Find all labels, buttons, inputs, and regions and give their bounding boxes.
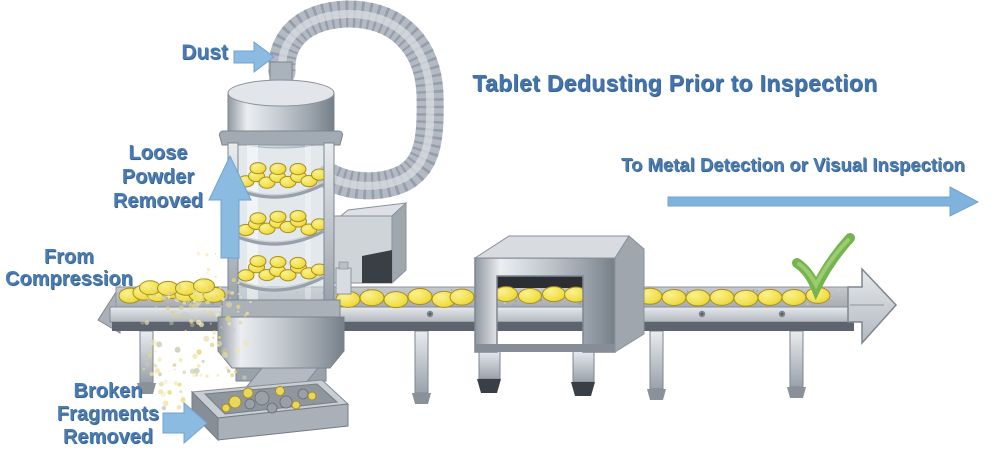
dust-hose	[268, 0, 444, 200]
tablets-from-compression	[118, 278, 226, 304]
diagram-title: Tablet Dedusting Prior to Inspection	[472, 70, 878, 96]
tunnel-roof	[473, 235, 630, 259]
broken-fragments-label: Broken Fragments Removed	[46, 380, 170, 449]
tunnel-side	[614, 235, 645, 353]
broken-fragments-line2: Fragments	[56, 403, 160, 425]
tunnel-legs	[477, 349, 595, 396]
loose-powder-line3: Removed	[112, 190, 204, 212]
powder-up-arrow	[208, 154, 252, 259]
tablets-after-deduster	[335, 288, 475, 309]
from-compression-line1: From	[44, 246, 94, 268]
from-compression-line2: Compression	[5, 268, 133, 290]
powder-spray	[196, 251, 240, 305]
tablets-on-shelves	[237, 162, 328, 282]
check-icon	[792, 233, 855, 301]
loose-powder-label: Loose Powder Removed	[100, 141, 216, 213]
tower-base	[217, 299, 345, 391]
dust-arrow	[233, 41, 275, 73]
inspection-tunnel	[473, 235, 645, 396]
tablets-in-tunnel	[494, 286, 588, 304]
conveyor-legs	[137, 330, 806, 404]
fragments-tray	[190, 379, 350, 442]
spiral-shelves	[238, 181, 324, 292]
broken-fragments-line3: Removed	[62, 426, 154, 448]
fragments-arrow	[162, 401, 208, 445]
discharge-hood	[328, 201, 408, 295]
powder-dust-on-belt	[126, 282, 209, 302]
destination-arrow	[667, 186, 980, 217]
dust-label: Dust	[181, 41, 228, 64]
annotation-arrows	[162, 41, 980, 445]
loose-powder-line2: Powder	[121, 166, 195, 188]
destination-label: To Metal Detection or Visual Inspection	[621, 154, 965, 175]
from-compression-label: From Compression	[0, 246, 138, 290]
loose-powder-line1: Loose	[128, 142, 188, 164]
broken-fragments-line1: Broken	[73, 380, 143, 402]
conveyor-end-arrow	[847, 267, 898, 345]
dedusting-tower	[217, 61, 345, 391]
powder-spray	[164, 286, 247, 335]
broken-fragments	[221, 386, 317, 414]
powder-spray	[140, 293, 252, 397]
hood-canister	[335, 267, 352, 295]
